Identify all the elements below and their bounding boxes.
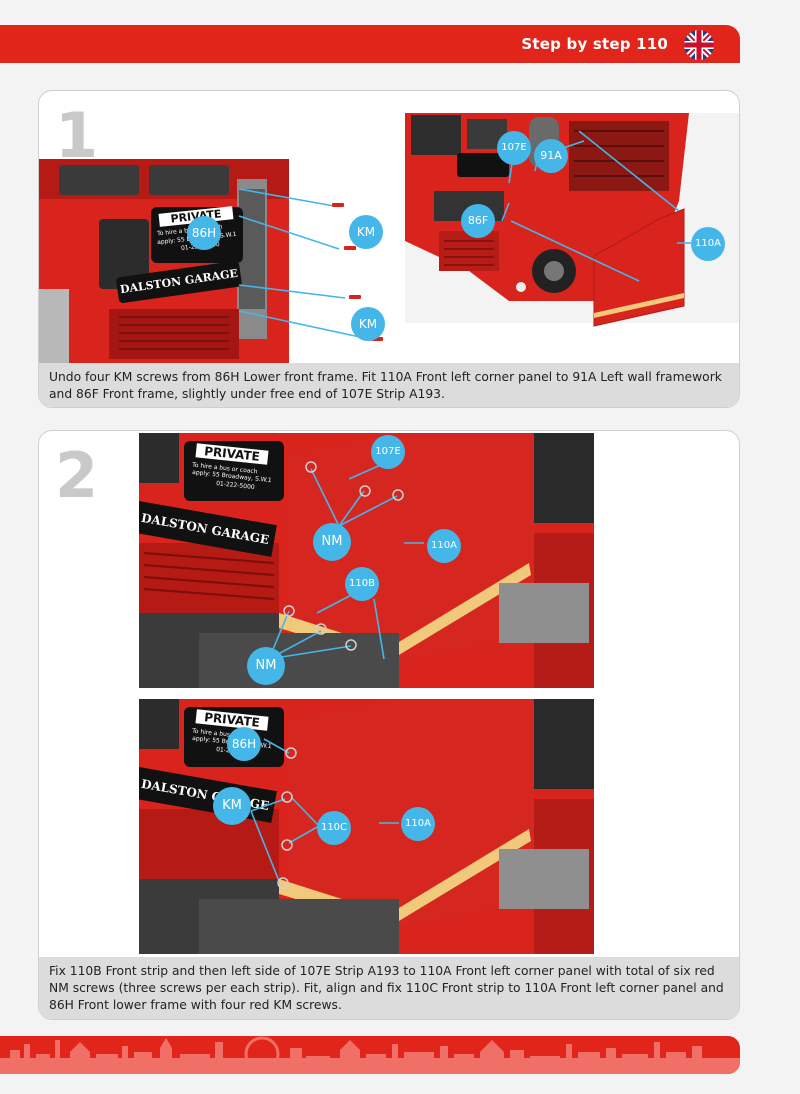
callout-nm-1: NM — [313, 523, 351, 561]
callout-91a: 91A — [534, 139, 568, 173]
callout-86f: 86F — [461, 204, 495, 238]
step-1-annotations — [39, 91, 740, 363]
step-2-card: 2 PRIVATE To — [38, 430, 740, 1020]
header-bar: Step by step 110 — [0, 25, 740, 63]
callout-107e: 107E — [497, 131, 531, 165]
step-1-caption: Undo four KM screws from 86H Lower front… — [39, 363, 739, 408]
callout-km-1: KM — [349, 215, 383, 249]
page-title: Step by step 110 — [521, 35, 668, 53]
callout-nm-2: NM — [247, 647, 285, 685]
london-skyline-icon — [0, 1036, 740, 1074]
step-2-caption: Fix 110B Front strip and then left side … — [39, 957, 739, 1020]
callout-110a-bottom: 110A — [401, 807, 435, 841]
callout-110a: 110A — [691, 227, 725, 261]
callout-86h: 86H — [187, 216, 221, 250]
callout-110a: 110A — [427, 529, 461, 563]
step-2-annotations — [39, 431, 740, 961]
callout-86h: 86H — [227, 727, 261, 761]
step-1-card: 1 PRIVATE — [38, 90, 740, 408]
callout-km-2: KM — [351, 307, 385, 341]
footer-skyline-bar — [0, 1036, 740, 1074]
uk-flag-icon — [684, 30, 714, 60]
callout-110c: 110C — [317, 811, 351, 845]
callout-107e: 107E — [371, 435, 405, 469]
callout-110b: 110B — [345, 567, 379, 601]
callout-km: KM — [213, 787, 251, 825]
